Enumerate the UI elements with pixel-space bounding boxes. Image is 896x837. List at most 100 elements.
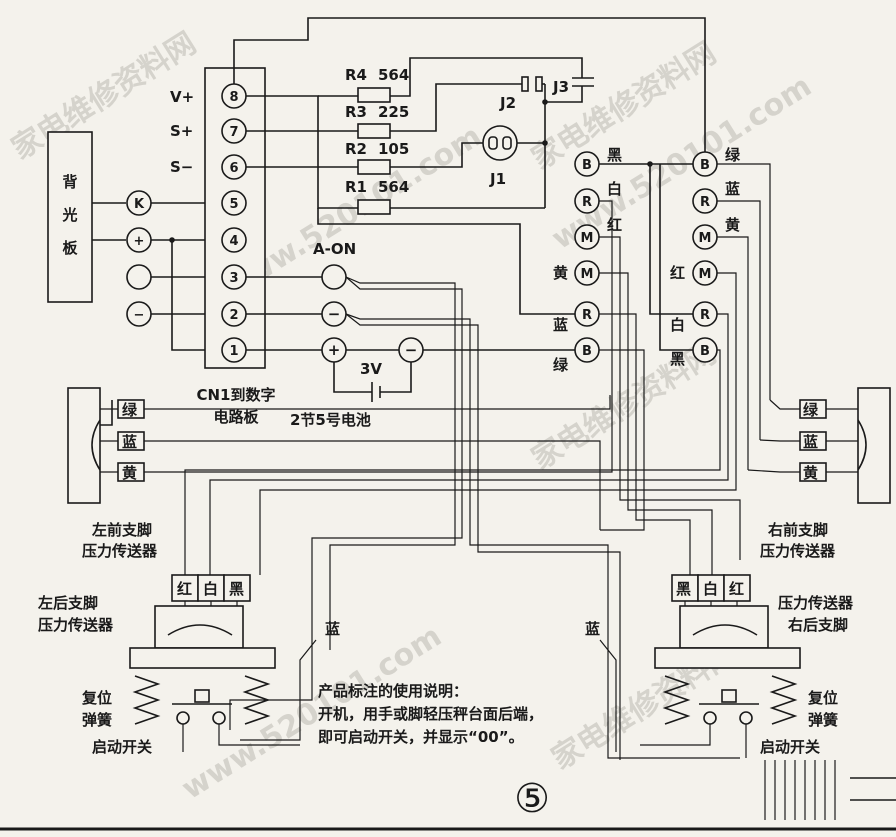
connector-pin-code: M xyxy=(581,267,594,282)
sensor-label: 压力传送器 xyxy=(38,616,114,634)
battery-minus-label: − xyxy=(328,305,341,323)
sensor-housing xyxy=(67,387,101,504)
resistor-r3-value: 225 xyxy=(378,103,409,121)
battery-section: A-ON − + − 3V 2节5号电池 xyxy=(290,240,424,429)
sensor-arc xyxy=(857,419,867,471)
jumper-j3: J3 xyxy=(545,70,594,103)
connector-wire-color: 绿 xyxy=(725,146,741,164)
cn1-pin-number: 1 xyxy=(229,344,238,359)
terminal-k-label: K xyxy=(134,197,145,212)
sensor-label: 压力传送器 xyxy=(82,542,158,560)
left-front-sensor: 绿 蓝 黄 左前支脚 压力传送器 xyxy=(67,387,158,560)
resistor-r2-value: 105 xyxy=(378,140,409,158)
right-rear-sensor: 黑 白 红 压力传送器 右后支脚 蓝 xyxy=(585,574,854,669)
wire-color-label: 白 xyxy=(203,580,218,598)
pin-label-v-plus: V+ xyxy=(170,88,194,106)
sensor-label: 右后支脚 xyxy=(788,616,848,634)
spring-label: 弹簧 xyxy=(808,711,838,729)
note-line: 开机，用手或脚轻压秤台面后端， xyxy=(318,705,543,723)
switch-contact xyxy=(739,711,753,725)
backlight-box xyxy=(47,131,93,303)
sensor-housing xyxy=(857,387,891,504)
resistor-r1-value: 564 xyxy=(378,178,409,196)
backlight-char: 板 xyxy=(62,239,78,257)
sensor-plate xyxy=(654,647,801,669)
wire-color-label: 蓝 xyxy=(122,433,137,451)
cn1-pin-number: 5 xyxy=(229,197,238,212)
connector-pin-code: B xyxy=(700,158,710,173)
sensor-label: 压力传送器 xyxy=(760,542,836,560)
sensor-label: 左前支脚 xyxy=(91,521,152,539)
wire-color-label: 绿 xyxy=(122,401,138,419)
connector-wire-color: 白 xyxy=(607,180,622,198)
connector-pin-code: R xyxy=(582,308,592,323)
sensor-body xyxy=(154,605,244,649)
switch-button xyxy=(194,689,210,703)
left-rear-sensor: 红 白 黑 左后支脚 压力传送器 蓝 xyxy=(37,574,340,669)
resistor-r4-value: 564 xyxy=(378,66,409,84)
resistor-r1-name: R1 xyxy=(345,178,367,196)
resistor-r4: R4 564 xyxy=(345,66,409,103)
wire-color-label: 绿 xyxy=(803,401,819,419)
terminal-blank xyxy=(126,264,152,290)
jumper-j1-label: J1 xyxy=(489,170,506,188)
wire-color-label: 红 xyxy=(177,580,192,598)
switch-contact xyxy=(212,711,226,725)
connector-pin-code: M xyxy=(699,231,712,246)
spring-icon xyxy=(242,675,271,725)
connector-pin-code: B xyxy=(582,344,592,359)
backlight-char: 光 xyxy=(61,206,77,224)
connector-wire-color: 红 xyxy=(607,216,622,234)
sensor-plate xyxy=(129,647,276,669)
pin-label-s-minus: S− xyxy=(170,158,193,176)
sensor-label: 压力传送器 xyxy=(778,594,854,612)
cn1-pin-number: 3 xyxy=(229,271,238,286)
sensor-label: 右前支脚 xyxy=(768,521,828,539)
battery-voltage: 3V xyxy=(360,360,382,378)
resistor-r3: R3 225 xyxy=(345,103,409,139)
page-edge-hatch xyxy=(764,760,896,820)
wire-tag xyxy=(223,574,251,602)
resistor-r4-name: R4 xyxy=(345,66,367,84)
cn1-pin xyxy=(221,227,247,253)
terminal-plus-label: + xyxy=(134,234,145,249)
spring-icon xyxy=(769,675,798,725)
connector-wire-color: 白 xyxy=(670,316,685,334)
cn1-pin-number: 2 xyxy=(229,308,238,323)
switch-label: 启动开关 xyxy=(92,738,152,756)
connector-wire-color: 红 xyxy=(670,264,685,282)
right-start-switch: 复位 弹簧 启动开关 xyxy=(640,675,838,758)
connector-pin-code: R xyxy=(582,195,592,210)
connector-wire-color: 黑 xyxy=(670,350,685,368)
cn1-pin-number: 6 xyxy=(229,161,238,176)
terminal-minus-label: − xyxy=(134,308,145,323)
backlight-panel: 背 光 板 xyxy=(47,131,93,303)
blue-wire-label: 蓝 xyxy=(585,620,600,638)
switch-contact xyxy=(176,711,190,725)
spring-label: 弹簧 xyxy=(82,711,112,729)
connector-pin-code: B xyxy=(700,344,710,359)
connector-wire-color: 绿 xyxy=(553,356,569,374)
resistor-r3-name: R3 xyxy=(345,103,367,121)
jumper-j2-label: J2 xyxy=(499,94,516,112)
sensor-body xyxy=(679,605,769,649)
connector-wire-color: 蓝 xyxy=(553,316,568,334)
spring-icon xyxy=(132,675,161,725)
jumper-j3-label: J3 xyxy=(552,78,569,96)
connector-wire-color: 黄 xyxy=(725,216,740,234)
sensor-arc xyxy=(91,419,101,471)
left-start-switch: 复位 弹簧 启动开关 xyxy=(81,675,300,756)
note-line: 即可启动开关，并显示“00”。 xyxy=(318,728,524,746)
connector-wire-color: 黑 xyxy=(607,146,622,164)
cn1-pins: 8 7 6 5 4 3 2 1 xyxy=(221,83,247,363)
usage-note: 产品标注的使用说明： 开机，用手或脚轻压秤台面后端， 即可启动开关，并显示“00… xyxy=(318,682,543,746)
spring-label: 复位 xyxy=(807,689,838,707)
a-on-terminal xyxy=(321,264,347,290)
right-front-sensor: 绿 蓝 黄 右前支脚 压力传送器 xyxy=(760,387,891,560)
wire-color-label: 白 xyxy=(703,580,718,598)
switch-contact xyxy=(703,711,717,725)
wire-color-label: 红 xyxy=(729,580,744,598)
wire-color-label: 黑 xyxy=(229,580,244,598)
